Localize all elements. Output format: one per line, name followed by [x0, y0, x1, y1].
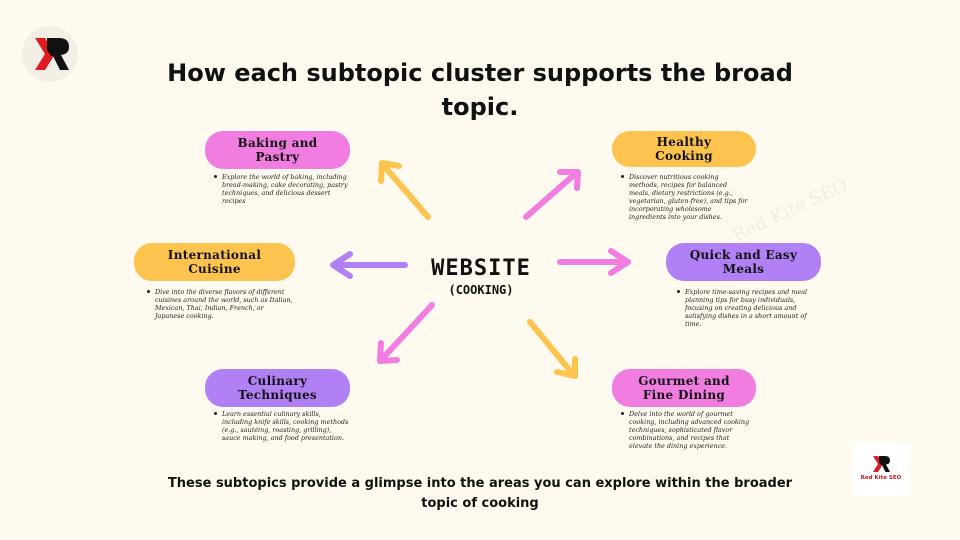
- node-label: Healthy Cooking: [655, 135, 713, 163]
- node-culinary-techniques: Culinary Techniques: [205, 369, 350, 407]
- node-label: Quick and Easy Meals: [689, 248, 798, 276]
- node-description: Explore time-saving recipes and meal pla…: [677, 288, 815, 328]
- node-healthy-cooking: Healthy Cooking: [612, 131, 756, 167]
- footer-caption: These subtopics provide a glimpse into t…: [167, 476, 793, 511]
- arrow-gourmet: [527, 319, 575, 376]
- node-international-cuisine: International Cuisine: [134, 243, 295, 281]
- node-baking-and-pastry: Baking and Pastry: [205, 131, 350, 169]
- brand-badge: Red Kite SEO: [853, 444, 909, 496]
- node-quick-and-easy-meals: Quick and Easy Meals: [666, 243, 821, 281]
- center-topic-title: WEBSITE: [431, 256, 531, 281]
- node-label: International Cuisine: [167, 248, 262, 276]
- node-label: Baking and Pastry: [237, 136, 318, 164]
- brand-logo: [22, 26, 78, 82]
- node-description: Learn essential culinary skills, includi…: [214, 410, 349, 442]
- arrow-baking: [382, 164, 431, 220]
- page-title: How each subtopic cluster supports the b…: [167, 59, 793, 121]
- arrow-healthy: [523, 171, 578, 220]
- red-kite-logo-icon: [35, 38, 69, 70]
- arrow-culinary: [380, 302, 435, 361]
- node-label: Gourmet and Fine Dining: [638, 374, 730, 402]
- node-description: Explore the world of baking, including b…: [214, 173, 350, 205]
- node-description: Delve into the world of gourmet cooking,…: [621, 410, 754, 450]
- node-gourmet-and-fine-dining: Gourmet and Fine Dining: [612, 369, 756, 407]
- brand-name: Red Kite SEO: [860, 475, 902, 481]
- node-label: Culinary Techniques: [237, 374, 317, 402]
- red-kite-logo-icon: [873, 456, 890, 472]
- center-topic-subtitle: (COOKING): [448, 283, 514, 297]
- node-description: Discover nutritious cooking methods, rec…: [621, 173, 748, 221]
- node-description: Dive into the diverse flavors of differe…: [147, 288, 293, 320]
